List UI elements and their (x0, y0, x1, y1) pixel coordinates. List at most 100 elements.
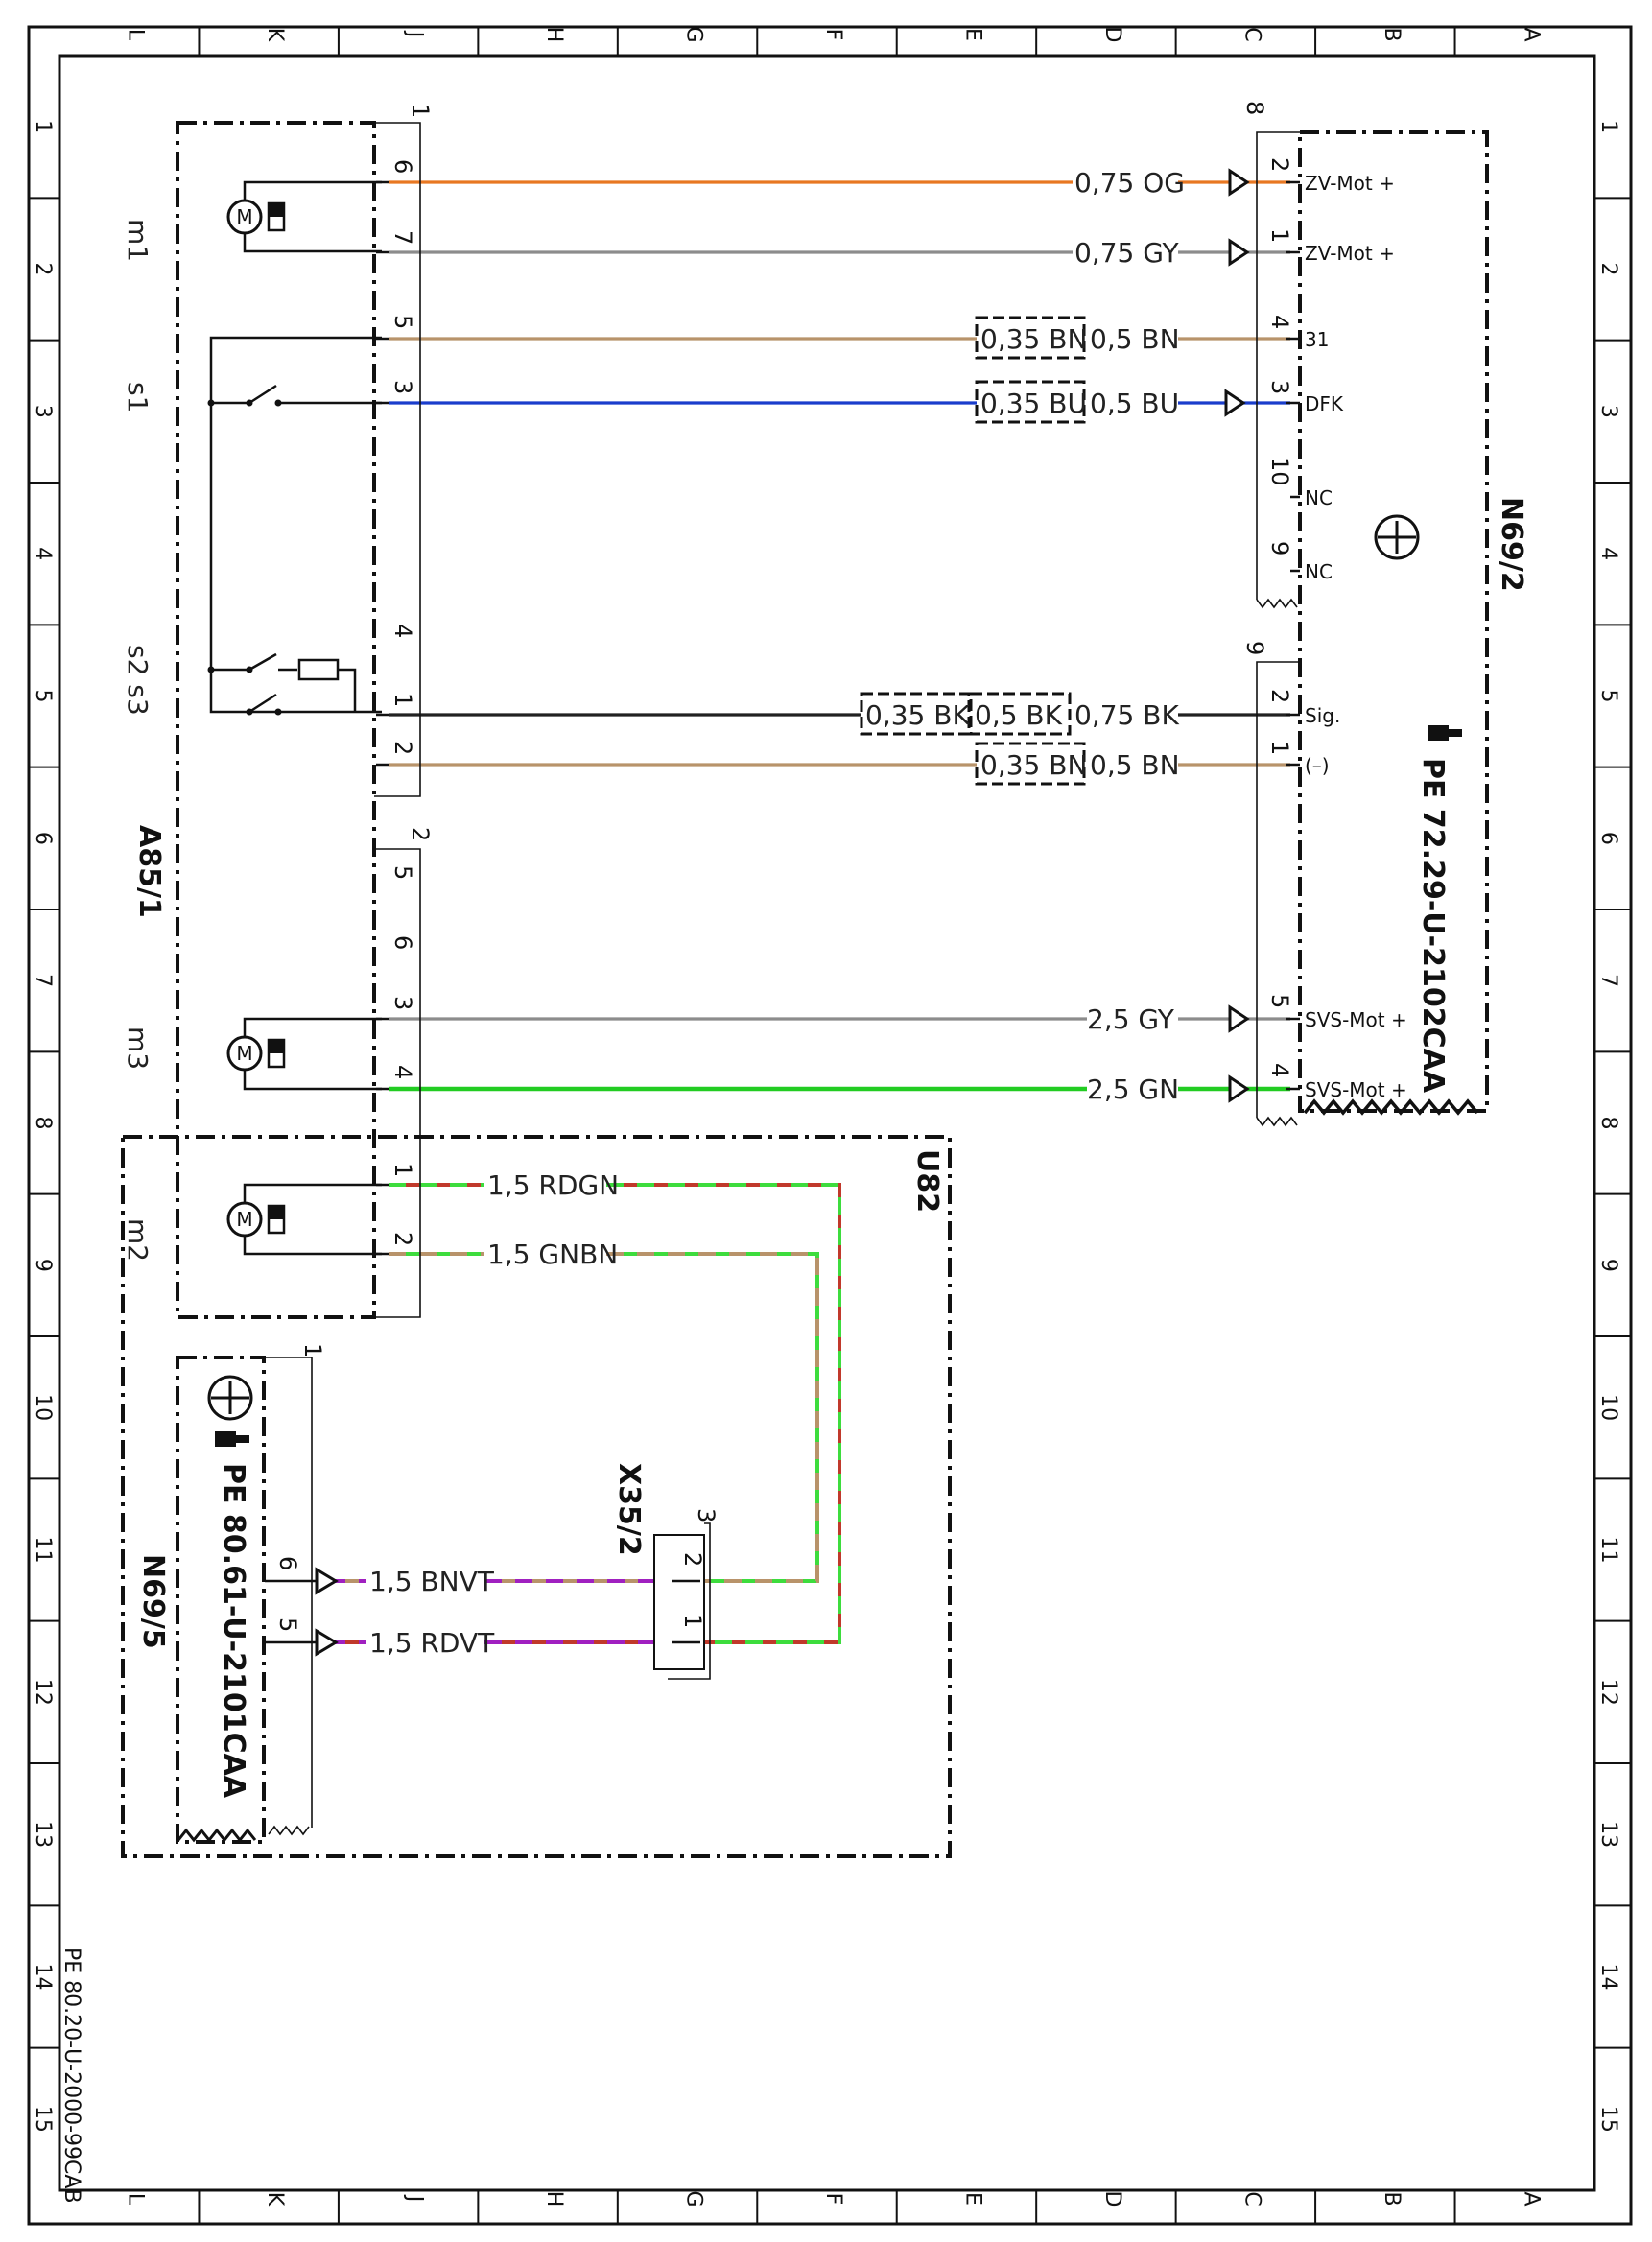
n69-5-connector: 1 (299, 1343, 326, 1357)
svg-text:3: 3 (1266, 380, 1293, 394)
wire-rdgn (389, 1183, 841, 1644)
svg-text:7: 7 (389, 230, 416, 245)
pin-a1-6: 6 (376, 159, 416, 184)
pin-n8-9: 9NC (1266, 541, 1333, 583)
column-label: F (821, 29, 845, 41)
pin-a2-5: 5 (389, 865, 416, 880)
component-u82: U82 (121, 1135, 952, 1858)
column-label: E (960, 2192, 984, 2206)
overlay-box-bn-2: 0,35 BN (975, 742, 1087, 786)
svg-text:6: 6 (389, 159, 416, 174)
motor-m3: M (226, 1017, 382, 1091)
part-s2-s3: s2 s3 (122, 645, 153, 716)
svg-text:0,35 BK: 0,35 BK (865, 699, 970, 731)
row-label: 2 (1596, 263, 1620, 276)
overlay-box-bk-2: 0,5 BK (969, 692, 1072, 736)
row-label: 13 (31, 1821, 55, 1848)
wire-label-gy-2: 2,5 GY (1087, 1003, 1175, 1035)
a85-connector-2: 2 (407, 827, 434, 841)
overlay-box-bn: 0,35 BN (975, 316, 1087, 360)
wire-label-og: 0,75 OG (1074, 167, 1185, 199)
svg-text:5: 5 (389, 315, 416, 329)
pin-a2-2: 2 (376, 1232, 416, 1256)
row-label: 6 (31, 832, 55, 845)
row-label: 3 (1596, 405, 1620, 418)
row-label: 10 (31, 1394, 55, 1421)
pin-n5-6: 6 (265, 1556, 339, 1595)
pin-a2-1: 1 (376, 1163, 416, 1187)
svg-text:1: 1 (389, 1163, 416, 1177)
pin-x35-2: 2 (672, 1552, 706, 1583)
svg-text:4: 4 (1266, 315, 1293, 329)
wire-label-bnvt: 1,5 BNVT (369, 1566, 495, 1597)
row-label: 13 (1596, 1821, 1620, 1848)
column-label: A (1519, 2191, 1543, 2206)
n69-2-connector-8: 8 (1241, 101, 1268, 115)
wire-label-gy: 0,75 GY (1074, 237, 1180, 269)
svg-text:2: 2 (389, 1232, 416, 1246)
row-label: 12 (1596, 1679, 1620, 1706)
svg-text:3: 3 (389, 996, 416, 1010)
x35-label: X35/2 (612, 1463, 646, 1556)
part-m3: m3 (122, 1027, 153, 1070)
row-label: 4 (31, 547, 55, 560)
row-label: 10 (1596, 1394, 1620, 1421)
column-label: L (124, 29, 148, 41)
part-s1: s1 (122, 382, 153, 413)
svg-text:NC: NC (1305, 486, 1333, 509)
row-ticks (29, 197, 1631, 2049)
svg-text:SVS-Mot +: SVS-Mot + (1305, 1008, 1407, 1031)
column-label: D (1100, 27, 1124, 43)
svg-text:5: 5 (274, 1617, 301, 1632)
row-label: 14 (1596, 1964, 1620, 1991)
pin-a1-5: 5 (376, 315, 416, 341)
wire-label-gn: 2,5 GN (1087, 1074, 1179, 1105)
wire-label-bn: 0,5 BN (1090, 323, 1180, 355)
column-label: B (1380, 27, 1404, 41)
svg-text:1: 1 (1266, 741, 1293, 755)
row-label: 8 (1596, 1117, 1620, 1130)
row-label: 11 (1596, 1537, 1620, 1564)
pin-n5-5: 5 (265, 1617, 339, 1657)
svg-text:31: 31 (1305, 328, 1329, 351)
document-id: PE 80.20-U-2000-99CAB (59, 1947, 83, 2204)
row-label: 14 (31, 1964, 55, 1991)
column-label: K (263, 2192, 287, 2207)
pin-a2-3: 3 (376, 996, 416, 1021)
column-ticks (198, 27, 1456, 2224)
pin-n8-2: 2ZV-Mot + (1228, 157, 1395, 197)
svg-text:4: 4 (1266, 1063, 1293, 1077)
svg-text:2: 2 (679, 1552, 706, 1567)
row-label: 11 (31, 1537, 55, 1564)
switches (207, 336, 382, 716)
svg-text:5: 5 (1266, 994, 1293, 1008)
row-label: 2 (31, 263, 55, 276)
a85-label: A85/1 (132, 825, 166, 918)
transistor-icon (1374, 514, 1420, 560)
a85-pins: 6 7 5 3 4 1 2 5 6 3 4 1 2 (376, 159, 416, 1256)
svg-text:1: 1 (1266, 228, 1293, 243)
overlay-box-bk-1: 0,35 BK (860, 692, 971, 736)
wire-label-bu: 0,5 BU (1090, 388, 1179, 419)
u82-label: U82 (910, 1149, 944, 1213)
row-label: 1 (31, 120, 55, 133)
overlay-box-bu: 0,35 BU (975, 380, 1087, 424)
svg-text:2: 2 (389, 741, 416, 755)
component-n69-5: 1 PE 80.61-U-2101CAA N69/5 6 5 (136, 1343, 339, 1844)
motor-m2: M (226, 1183, 382, 1256)
row-label: 1 (1596, 120, 1620, 133)
motor-m1: M (226, 180, 382, 253)
column-label: H (542, 2191, 566, 2207)
column-label: C (1239, 27, 1263, 41)
svg-text:(–): (–) (1305, 754, 1330, 777)
wire-label-rdgn: 1,5 RDGN (487, 1169, 619, 1201)
svg-text:6: 6 (389, 935, 416, 950)
row-label: 7 (31, 974, 55, 987)
hand-pointer-icon (1428, 725, 1462, 741)
wire-gnbn (389, 1252, 819, 1583)
svg-text:NC: NC (1305, 560, 1333, 583)
column-label: A (1519, 27, 1543, 41)
